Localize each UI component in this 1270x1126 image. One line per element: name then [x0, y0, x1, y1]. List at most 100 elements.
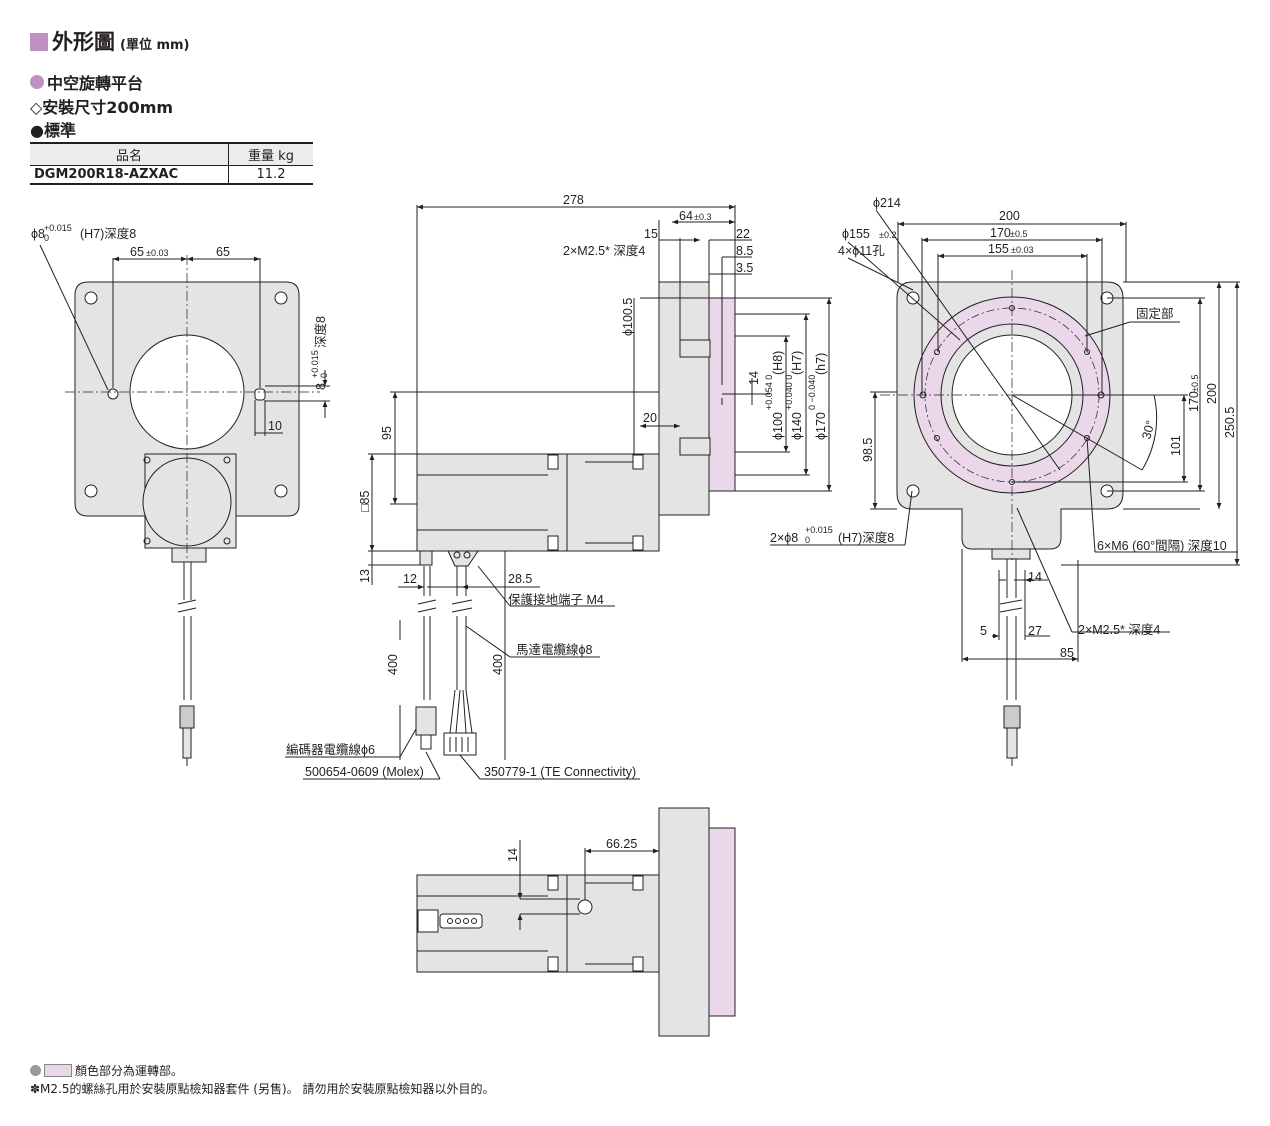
- left-hole-tr: [274, 291, 288, 305]
- dim-hole-suffix: (H7)深度8: [80, 226, 136, 241]
- footnote: ✽M2.5的螺絲孔用於安裝原點檢知器套件 (另售)。 請勿用於安裝原點檢知器以外…: [30, 1082, 495, 1096]
- dim-155: 155: [988, 242, 1009, 256]
- dim-6625: 66.25: [606, 837, 637, 851]
- dim-h7l: (h7): [814, 353, 828, 375]
- product-name: 中空旋轉平台: [47, 74, 144, 93]
- pink-swatch: [44, 1064, 72, 1077]
- dim-pin-tol-up: +0.015: [805, 525, 833, 535]
- dim-20: 20: [643, 411, 657, 425]
- spec-header-row: 品名 重量 kg: [30, 142, 313, 166]
- dim-m25-side: 2×M2.5* 深度4: [563, 243, 645, 258]
- bullet-dot-icon: [30, 75, 44, 89]
- dim-14b: 14: [506, 848, 520, 862]
- dim-pin-suffix: (H7)深度8: [838, 530, 894, 545]
- side-motor-body: [416, 453, 660, 552]
- dim-400a: 400: [386, 654, 400, 675]
- label-motor-cable: 馬達電纜線ϕ8: [516, 642, 593, 657]
- dim-2505: 250.5: [1223, 407, 1237, 438]
- dim-64: 64: [679, 209, 693, 223]
- dim-65a: 65: [130, 245, 144, 259]
- dim-8-tol-dn: 0: [319, 373, 329, 378]
- unit-label: (單位 mm): [120, 38, 190, 53]
- label-fixed-part: 固定部: [1136, 306, 1174, 321]
- variant-label: ●標準: [30, 121, 76, 140]
- cell-model: DGM200R18-AZXAC: [30, 165, 229, 185]
- dim-pin: 2×ϕ8: [770, 531, 798, 545]
- dim-85r: 85: [1060, 646, 1074, 660]
- dim-10: 10: [268, 419, 282, 433]
- dim-phi140: ϕ140: [790, 412, 804, 440]
- legend-text: 顏色部分為運轉部。: [75, 1064, 184, 1078]
- dim-200v: 200: [1205, 383, 1219, 404]
- dim-278: 278: [563, 193, 584, 207]
- mount-size: ◇安裝尺寸200mm: [30, 98, 174, 117]
- dim-15: 15: [644, 227, 658, 241]
- dim-35: 3.5: [736, 261, 753, 275]
- label-molex: 500654-0609 (Molex): [305, 765, 424, 779]
- left-connector-block: [171, 547, 207, 563]
- cell-weight: 11.2: [228, 165, 313, 185]
- left-cable-plug: [179, 705, 195, 729]
- dim-pin-tol-dn: 0: [805, 535, 810, 545]
- encoder-plug: [415, 706, 437, 736]
- left-hole-br: [274, 484, 288, 498]
- dim-hole: ϕ8: [31, 227, 45, 241]
- dim-985: 98.5: [861, 438, 875, 462]
- dim-phi170-tol: 0 −0.040: [807, 375, 817, 410]
- left-view: [39, 244, 330, 766]
- dim-101: 101: [1169, 435, 1183, 456]
- left-pin-left: [107, 388, 119, 400]
- dim-tol-003: ±0.03: [146, 248, 168, 258]
- dim-h8: (H8): [771, 351, 785, 375]
- dim-8-tol-up: +0.015: [310, 350, 320, 378]
- dim-h7: (H7): [790, 351, 804, 375]
- dim-tol-05v: ±0.5: [1190, 375, 1200, 392]
- col-header-weight: 重量 kg: [228, 142, 313, 166]
- dim-8-suffix: 深度8: [313, 316, 328, 348]
- dim-ang30: 30°: [1139, 419, 1157, 441]
- dim-phi100: ϕ100: [771, 412, 785, 440]
- page-title: 外形圖: [52, 30, 115, 54]
- dim-400b: 400: [491, 654, 505, 675]
- bottom-view-labels: 14 66.25: [506, 837, 637, 862]
- legend-note: 顏色部分為運轉部。: [30, 1062, 183, 1079]
- dim-85b: 8.5: [736, 244, 753, 258]
- dim-22: 22: [736, 227, 750, 241]
- dim-tol-02: ±0.2: [879, 230, 896, 240]
- dim-95: 95: [380, 426, 394, 440]
- bottom-view: [416, 807, 736, 1037]
- product-heading: 中空旋轉平台: [30, 70, 143, 94]
- bottom-rotating-table: [707, 827, 736, 1017]
- dim-285: 28.5: [508, 572, 532, 586]
- dim-m6: 6×M6 (60°間隔) 深度10: [1097, 538, 1227, 553]
- dim-tol-003r: ±0.03: [1011, 245, 1033, 255]
- svg-text:ϕ8: ϕ8: [31, 227, 45, 241]
- motor-plug: [443, 732, 477, 756]
- dim-phi214: ϕ214: [873, 196, 901, 210]
- right-view-labels: ϕ214 200 ϕ155 ±0.2 170 ±0.5 4×ϕ11孔 155 ±…: [770, 196, 1237, 660]
- left-hole-bl: [84, 484, 98, 498]
- dim-phi170: ϕ170: [814, 412, 828, 440]
- dim-14: 14: [747, 371, 761, 385]
- title-marker: [30, 33, 48, 51]
- title-block: 外形圖 (單位 mm): [30, 26, 190, 56]
- dim-hole-tol-dn: 0: [44, 233, 49, 243]
- spec-table: 品名 重量 kg DGM200R18-AZXAC 11.2: [30, 142, 313, 185]
- dim-8: 8: [314, 383, 328, 390]
- table-row: DGM200R18-AZXAC 11.2: [30, 165, 313, 185]
- dim-tol-05: ±0.5: [1010, 229, 1027, 239]
- left-hole-tl: [84, 291, 98, 305]
- side-flange: [658, 281, 710, 516]
- dim-5: 5: [980, 624, 987, 638]
- left-pin-slot: [254, 388, 266, 401]
- dim-12: 12: [403, 572, 417, 586]
- dim-hole-tol-up: +0.015: [44, 223, 72, 233]
- label-ground-terminal: 保護接地端子 M4: [508, 592, 604, 607]
- dim-holes: 4×ϕ11孔: [838, 244, 885, 258]
- dim-13: 13: [358, 569, 372, 583]
- label-te: 350779-1 (TE Connectivity): [484, 765, 636, 779]
- label-encoder-cable: 編碼器電纜線ϕ6: [286, 742, 375, 757]
- col-header-model: 品名: [30, 142, 229, 166]
- side-view: [285, 204, 832, 780]
